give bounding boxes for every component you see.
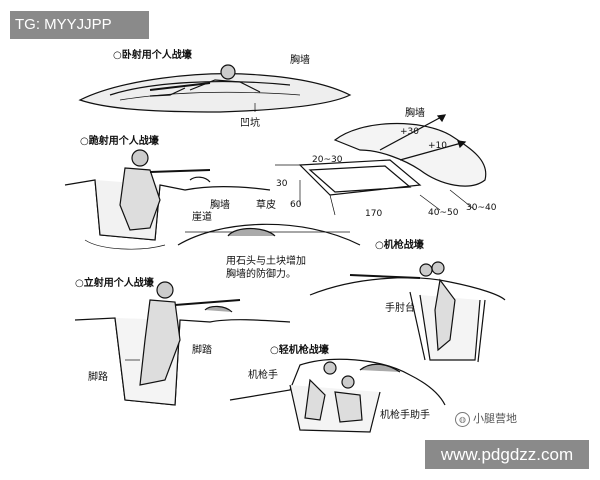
dim-plus-30: +30 <box>400 127 419 137</box>
plan-view-drawing <box>275 114 487 216</box>
standing-trench-title: ○立射用个人战壕 <box>75 278 154 289</box>
wechat-icon: ◍ <box>455 411 470 427</box>
mg-elbow-rest-label: 手肘台 <box>385 303 415 314</box>
reinforce-note-line-2: 胸墙的防御力。 <box>226 269 296 280</box>
standing-step-label: 脚踏 <box>192 345 212 356</box>
mg-trench-drawing <box>309 261 506 363</box>
light-mg-trench-title: ○轻机枪战壕 <box>270 345 329 356</box>
light-mg-assistant-label: 机枪手助手 <box>380 410 430 421</box>
dim-plus-10: +10 <box>428 141 447 151</box>
dim-170: 170 <box>365 209 383 219</box>
kneeling-turf-label: 草皮 <box>256 200 276 211</box>
kneeling-slope-label: 崖道 <box>192 212 212 223</box>
dim-30: 30 <box>276 179 288 189</box>
watermark-bottom: www.pdgdzz.com <box>425 440 589 469</box>
kneeling-parapet-label: 胸墙 <box>210 200 230 211</box>
standing-trench-drawing <box>74 281 291 406</box>
prone-trench-drawing <box>78 64 352 113</box>
dim-60: 60 <box>290 200 302 210</box>
dim-30-40: 30~40 <box>466 203 497 213</box>
light-mg-trench-drawing <box>229 358 446 433</box>
watermark-top: TG: MYYJJPP <box>10 11 149 39</box>
reinforce-note-line-1: 用石头与土块增加 <box>226 256 306 267</box>
dim-40-50: 40~50 <box>428 208 459 218</box>
prone-trench-title: ○卧射用个人战壕 <box>113 50 192 61</box>
mg-trench-title: ○机枪战壕 <box>375 240 424 251</box>
prone-pit-label: 凹坑 <box>240 118 260 129</box>
plan-parapet-label: 胸墙 <box>405 108 425 119</box>
kneeling-trench-drawing <box>64 149 361 250</box>
brand-mark: ◍小腿营地 <box>455 410 517 427</box>
light-mg-gunner-label: 机枪手 <box>248 370 278 381</box>
prone-parapet-label: 胸墙 <box>290 55 310 66</box>
brand-text: 小腿营地 <box>473 412 517 425</box>
kneeling-trench-title: ○跪射用个人战壕 <box>80 136 159 147</box>
dim-20-30: 20~30 <box>312 155 343 165</box>
standing-foot-path-label: 脚路 <box>88 372 108 383</box>
